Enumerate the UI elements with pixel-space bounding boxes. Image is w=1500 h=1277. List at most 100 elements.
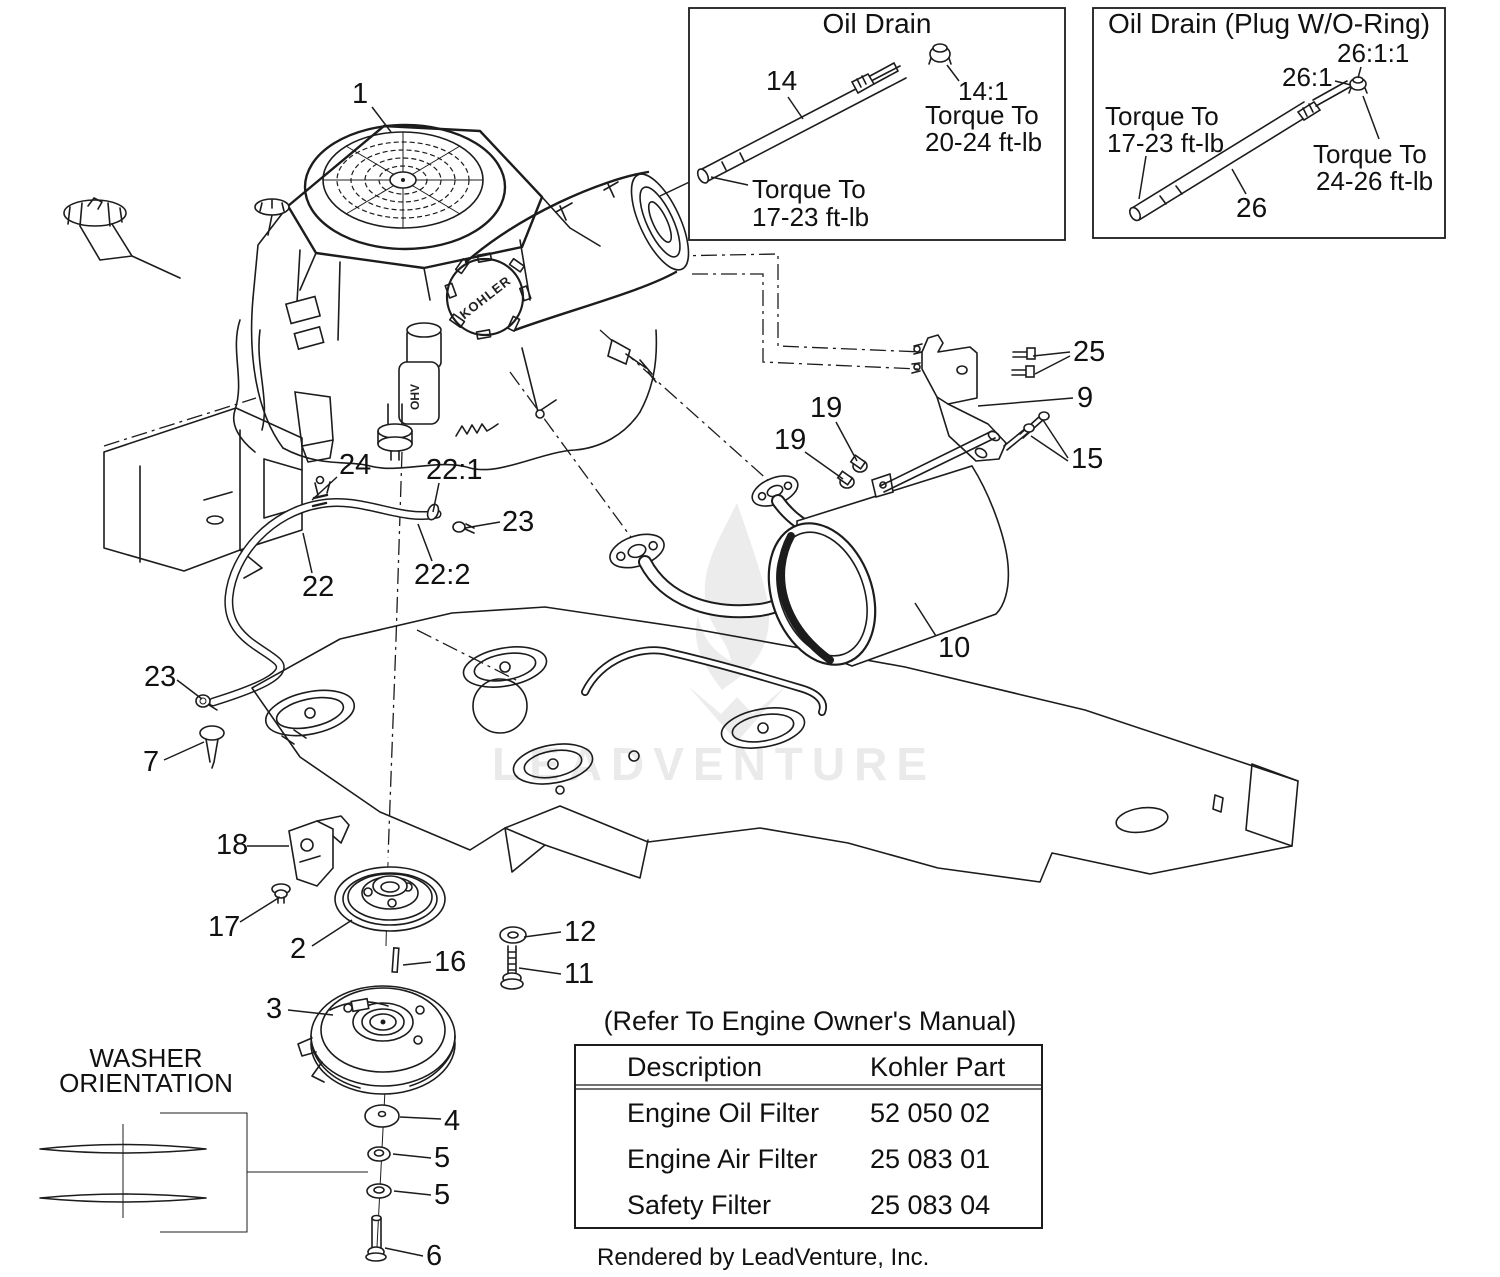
- oil-fill-cap: [63, 197, 181, 279]
- engine-wiring: [233, 295, 325, 453]
- callout-5b[interactable]: 5: [434, 1179, 450, 1211]
- inset2-right-torque-line2: 24-26 ft-lb: [1316, 166, 1433, 196]
- muffler-bracket-9: [911, 334, 1007, 462]
- washer-note-line1: WASHER: [89, 1043, 202, 1073]
- washer-4: [364, 1104, 400, 1128]
- row2-part: 25 083 01: [870, 1144, 990, 1174]
- bolt-25-lower: [1011, 365, 1035, 378]
- bolt-17: [271, 883, 291, 904]
- drain-hose-assembly: [195, 475, 475, 769]
- table-row: Engine Oil Filter 52 050 02: [627, 1098, 990, 1128]
- rendered-by-credit: Rendered by LeadVenture, Inc.: [597, 1244, 929, 1271]
- air-cleaner-canister: [464, 170, 690, 332]
- manual-note: (Refer To Engine Owner's Manual): [604, 1006, 1017, 1036]
- bolt-15-lower: [1003, 423, 1035, 451]
- anti-rotation-bracket-18: [288, 815, 350, 887]
- deck-handle: [581, 646, 827, 716]
- bolt-25-upper: [1012, 347, 1036, 360]
- callout-16[interactable]: 16: [434, 946, 466, 978]
- inset1-tube-torque-line2: 17-23 ft-lb: [752, 202, 869, 232]
- muffler-assembly: [609, 334, 1050, 667]
- callout-5a[interactable]: 5: [434, 1142, 450, 1174]
- callout-10[interactable]: 10: [938, 632, 970, 664]
- inset1-plug-torque-line1: Torque To: [925, 100, 1039, 130]
- engine-pulley-2: [334, 866, 446, 932]
- oil-drain-tube-14: [696, 62, 907, 184]
- callout-24[interactable]: 24: [339, 449, 371, 481]
- callout-6[interactable]: 6: [426, 1240, 442, 1272]
- callout-3[interactable]: 3: [266, 993, 282, 1025]
- washer-5-lower: [366, 1183, 392, 1199]
- table-header-part: Kohler Part: [870, 1052, 1006, 1082]
- engine-illustration: KOHLER OHV: [63, 123, 690, 471]
- muffler-support-rod: [879, 430, 996, 493]
- inset2-title: Oil Drain (Plug W/O-Ring): [1108, 8, 1430, 39]
- callout-25[interactable]: 25: [1073, 336, 1105, 368]
- belt-guard: [103, 397, 303, 579]
- inset-oil-drain-plug: Oil Drain (Plug W/O-Ring) 26:1:1 26:1 To…: [1092, 7, 1446, 239]
- row2-description: Engine Air Filter: [627, 1144, 818, 1174]
- row1-part: 52 050 02: [870, 1098, 990, 1128]
- rod-clamp-19-upper: [849, 454, 868, 473]
- filter-reference-table: (Refer To Engine Owner's Manual) Descrip…: [574, 1006, 1043, 1229]
- deck-oval-hole: [1115, 806, 1169, 834]
- inset1-part-14[interactable]: 14: [766, 65, 797, 96]
- callout-9[interactable]: 9: [1077, 382, 1093, 414]
- callout-12[interactable]: 12: [564, 916, 596, 948]
- inset2-part-26-1-1[interactable]: 26:1:1: [1337, 38, 1409, 68]
- bolt-15-upper: [1019, 411, 1050, 439]
- row1-description: Engine Oil Filter: [627, 1098, 819, 1128]
- callout-19a[interactable]: 19: [810, 392, 842, 424]
- callout-22[interactable]: 22: [302, 571, 334, 603]
- washer-note-line2: ORIENTATION: [59, 1068, 233, 1098]
- row3-part: 25 083 04: [870, 1190, 990, 1220]
- spark-plug: [607, 338, 657, 383]
- callout-15[interactable]: 15: [1071, 443, 1103, 475]
- callout-11[interactable]: 11: [564, 958, 594, 990]
- rod-clamp-19-lower: [836, 470, 855, 489]
- callout-23-right[interactable]: 23: [502, 506, 534, 538]
- row3-description: Safety Filter: [627, 1190, 771, 1220]
- muffler-strap: [777, 532, 834, 664]
- bolt-6: [365, 1214, 387, 1262]
- electric-clutch-3: [297, 985, 456, 1095]
- drain-plug-26-1: [1348, 76, 1368, 94]
- leadventure-flame-watermark: [688, 503, 786, 742]
- inset2-left-torque-line1: Torque To: [1105, 101, 1219, 131]
- inset-oil-drain: Oil Drain 14 14:1 Torque To 20-24 ft-lb …: [659, 7, 1066, 241]
- engine-deck-plate: [251, 606, 1299, 883]
- bolt-11: [500, 945, 524, 990]
- inset2-right-torque-line1: Torque To: [1313, 139, 1427, 169]
- callout-22-1[interactable]: 22:1: [426, 454, 482, 486]
- callout-19b[interactable]: 19: [774, 424, 806, 456]
- callout-1[interactable]: 1: [352, 78, 368, 110]
- crankshaft-stub: [377, 403, 413, 461]
- deck-mount-ovals: [264, 646, 806, 785]
- inset2-part-26-1[interactable]: 26:1: [1282, 62, 1333, 92]
- callout-23-left[interactable]: 23: [144, 661, 176, 693]
- table-row: Safety Filter 25 083 04: [627, 1190, 990, 1220]
- leader-lines: [163, 106, 1074, 1257]
- table-header-description: Description: [627, 1052, 762, 1082]
- inset1-tube-torque-line1: Torque To: [752, 174, 866, 204]
- inset2-left-torque-line2: 17-23 ft-lb: [1107, 128, 1224, 158]
- clamp-screw-23-right: [452, 521, 475, 534]
- valve-cover: [398, 361, 440, 425]
- callout-17[interactable]: 17: [208, 911, 240, 943]
- inset1-plug-torque-line2: 20-24 ft-lb: [925, 127, 1042, 157]
- callout-labels: 1 2 3 4 5 5 6 7 9 10 11 12 15 16 17 18 1…: [143, 78, 1105, 1272]
- fan-spokes: [323, 132, 483, 228]
- inset1-part-14-1[interactable]: 14:1: [958, 76, 1009, 106]
- callout-22-2[interactable]: 22:2: [414, 559, 470, 591]
- deck-center-hole: [472, 678, 528, 734]
- inset2-part-26[interactable]: 26: [1236, 192, 1267, 223]
- callout-18[interactable]: 18: [216, 829, 248, 861]
- oil-drain-tube-26: [1128, 80, 1351, 222]
- callout-4[interactable]: 4: [444, 1105, 460, 1137]
- callout-2[interactable]: 2: [290, 933, 306, 965]
- callout-7[interactable]: 7: [143, 746, 159, 778]
- drain-plug-14-1: [928, 43, 952, 65]
- inset1-title: Oil Drain: [823, 8, 932, 39]
